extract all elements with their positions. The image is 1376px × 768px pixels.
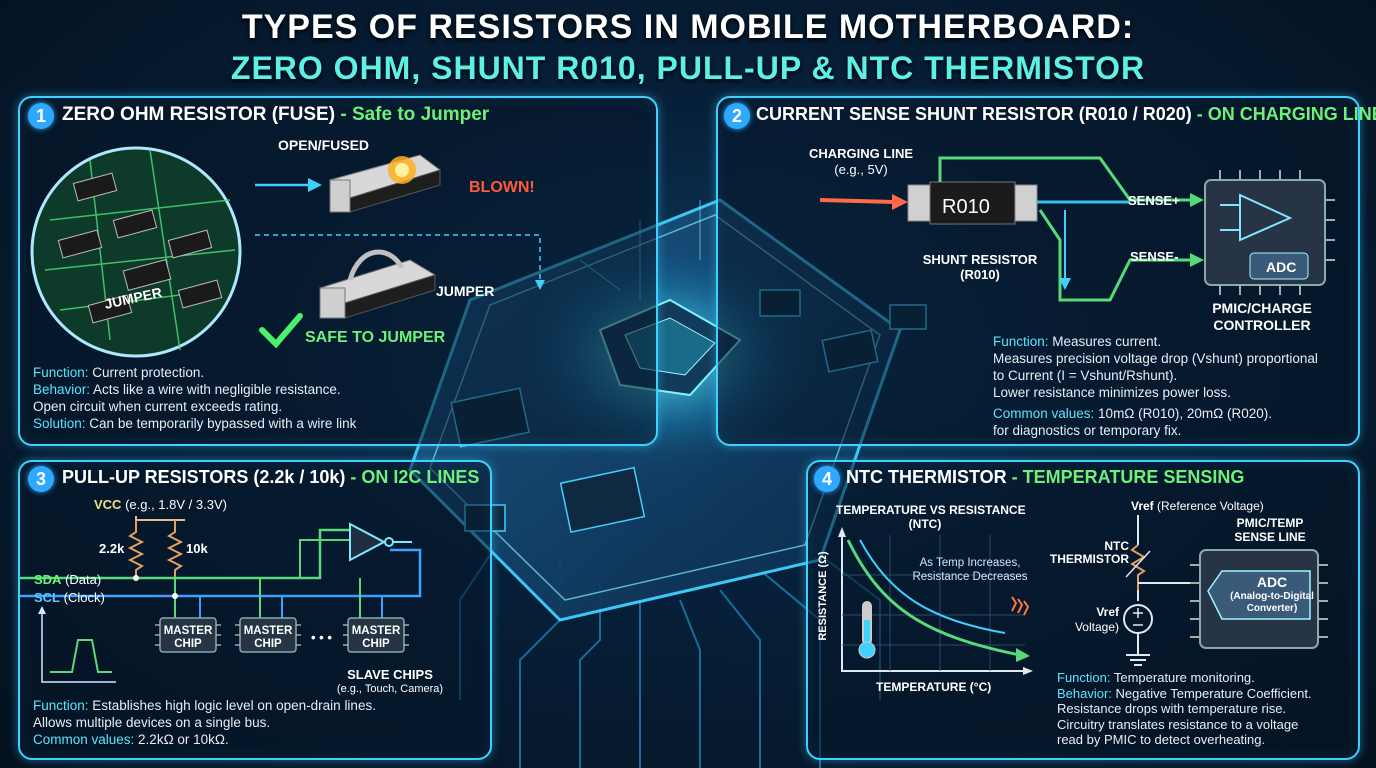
panel-pull-up: [18, 460, 492, 760]
panel-number: 3: [28, 466, 54, 492]
pmic-temp-label-2: SENSE LINE: [1234, 530, 1306, 544]
shunt-diagram: [819, 156, 1335, 302]
graph-title-1: TEMPERATURE VS RESISTANCE: [836, 503, 1026, 517]
master-chip-2: MASTER CHIP: [243, 625, 293, 650]
zero-ohm-description: Function: Current protection. Behavior: …: [33, 365, 357, 431]
ntc-adc-sub-2: Converter): [1246, 603, 1298, 614]
resistor-marking: R010: [942, 196, 990, 218]
master-chip-3: MASTER CHIP: [351, 625, 401, 650]
jumper-label: JUMPER: [436, 283, 495, 299]
vref-bottom-sub: Voltage): [1074, 620, 1119, 634]
vcc-label: VCC (e.g., 1.8V / 3.3V): [94, 497, 227, 512]
graph-annotation-1: As Temp Increases,: [919, 557, 1021, 569]
panel-title: NTC THERMISTOR - TEMPERATURE SENSING: [846, 467, 1245, 487]
safe-to-jumper-label: SAFE TO JUMPER: [305, 329, 446, 346]
panel-title: ZERO OHM RESISTOR (FUSE) - Safe to Jumpe…: [62, 104, 490, 125]
scl-label: SCL (Clock): [34, 590, 105, 605]
open-fused-label: OPEN/FUSED: [278, 137, 370, 153]
controller-label-2: CONTROLLER: [1213, 317, 1311, 333]
ntc-adc-label: ADC: [1256, 574, 1288, 590]
shunt-resistor-sub: (R010): [960, 267, 1000, 282]
graph-title-2: (NTC): [908, 517, 942, 531]
shunt-description: Function: Measures current. Measures pre…: [993, 334, 1318, 438]
chip-ellipsis: • • •: [311, 630, 332, 645]
panel-number: 2: [724, 103, 750, 129]
resistor-10k-label: 10k: [186, 541, 208, 556]
graph-annotation-2: Resistance Decreases: [912, 571, 1028, 583]
charging-volt-label: (e.g., 5V): [834, 162, 888, 177]
slave-chips-sub: (e.g., Touch, Camera): [336, 683, 444, 695]
panel-title: PULL-UP RESISTORS (2.2k / 10k) - ON I2C …: [62, 467, 480, 487]
page-title: TYPES OF RESISTORS IN MOBILE MOTHERBOARD…: [241, 8, 1135, 46]
zero-ohm-illustration: [30, 146, 545, 358]
panel-title: CURRENT SENSE SHUNT RESISTOR (R010 / R02…: [756, 104, 1376, 124]
shunt-resistor-label: SHUNT RESISTOR: [922, 252, 1038, 267]
ntc-diagram: [838, 515, 1328, 675]
blown-label: BLOWN!: [469, 179, 535, 196]
ntc-description: Function: Temperature monitoring. Behavi…: [1057, 670, 1312, 747]
slave-chips-label: SLAVE CHIPS: [347, 667, 433, 682]
graph-y-label: RESISTANCE (Ω): [817, 551, 829, 641]
controller-label-1: PMIC/CHARGE: [1212, 300, 1312, 316]
adc-label: ADC: [1266, 259, 1297, 275]
panel-number: 1: [28, 103, 54, 129]
vref-top-label: Vref (Reference Voltage): [1131, 499, 1264, 513]
ntc-label-2: THERMISTOR: [1049, 552, 1129, 566]
pull-up-description: Function: Establishes high logic level o…: [33, 698, 376, 747]
vref-bottom-label: Vref: [1096, 605, 1119, 619]
master-chip-1: MASTER CHIP: [163, 625, 213, 650]
sense-minus-label: SENSE-: [1130, 249, 1179, 264]
sense-plus-label: SENSE+: [1128, 193, 1180, 208]
i2c-diagram: [20, 516, 422, 683]
panel-number: 4: [814, 466, 840, 492]
ntc-label-1: NTC: [1104, 539, 1129, 553]
ntc-adc-sub-1: (Analog-to-Digital: [1230, 591, 1314, 602]
sda-label: SDA (Data): [34, 572, 102, 587]
resistor-2k2-label: 2.2k: [99, 541, 125, 556]
graph-x-label: TEMPERATURE (°C): [876, 680, 992, 694]
page-subtitle: ZERO OHM, SHUNT R010, PULL-UP & NTC THER…: [230, 50, 1146, 86]
pmic-temp-label-1: PMIC/TEMP: [1236, 516, 1304, 530]
charging-line-label: CHARGING LINE: [809, 146, 913, 161]
